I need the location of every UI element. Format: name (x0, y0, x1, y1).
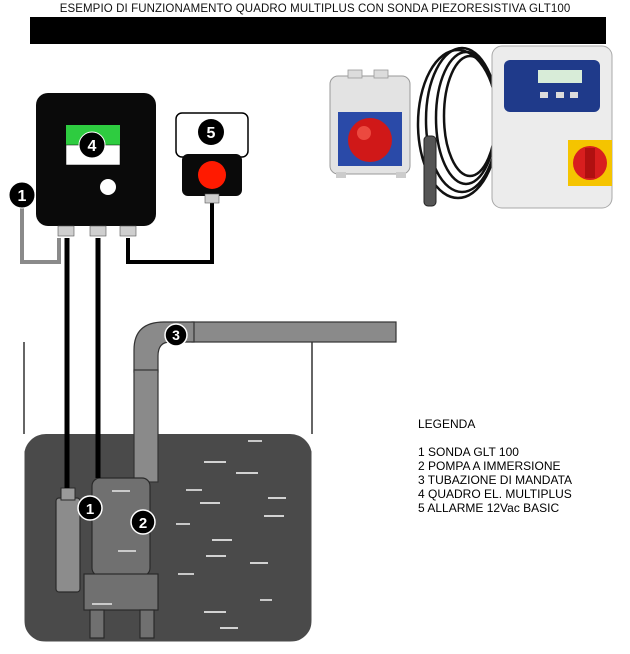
control-panel (36, 93, 156, 237)
discharge-pipe (133, 321, 397, 483)
header-band (30, 17, 606, 44)
legend-item: 2 POMPA A IMMERSIONE (418, 459, 561, 473)
submersible-pump (83, 477, 159, 639)
alarm-lamp (198, 161, 226, 189)
svg-text:5: 5 (207, 125, 216, 142)
callout-sensor-top: 1 (8, 181, 36, 209)
svg-text:3: 3 (172, 327, 180, 343)
svg-text:4: 4 (88, 138, 97, 155)
product-probe (416, 46, 500, 207)
page-title: ESEMPIO DI FUNZIONAMENTO QUADRO MULTIPLU… (59, 3, 571, 15)
supply-cable (20, 204, 61, 264)
callout-pump: 2 (130, 509, 156, 535)
water-ripples (176, 440, 286, 629)
legend-item: 4 QUADRO EL. MULTIPLUS (418, 487, 572, 501)
legend-item: 1 SONDA GLT 100 (418, 445, 519, 459)
legend-item: 5 ALLARME 12Vac BASIC (418, 501, 560, 515)
panel-button (100, 179, 116, 195)
svg-text:2: 2 (139, 515, 147, 532)
product-alarm-box (329, 69, 411, 178)
level-sensor (55, 487, 81, 593)
legend-title: LEGENDA (418, 417, 476, 431)
callout-pipe: 3 (164, 323, 188, 347)
cables (20, 200, 214, 488)
legend-item: 3 TUBAZIONE DI MANDATA (418, 473, 573, 487)
callout-alarm: 5 (198, 119, 224, 145)
callout-sensor-bottom: 1 (77, 495, 103, 521)
callout-panel: 4 (78, 131, 106, 159)
svg-text:1: 1 (86, 501, 94, 518)
product-multiplus-panel (491, 45, 613, 209)
alarm-cable (126, 200, 214, 264)
svg-text:1: 1 (18, 188, 27, 205)
legend: LEGENDA 1 SONDA GLT 100 2 POMPA A IMMERS… (418, 417, 572, 515)
